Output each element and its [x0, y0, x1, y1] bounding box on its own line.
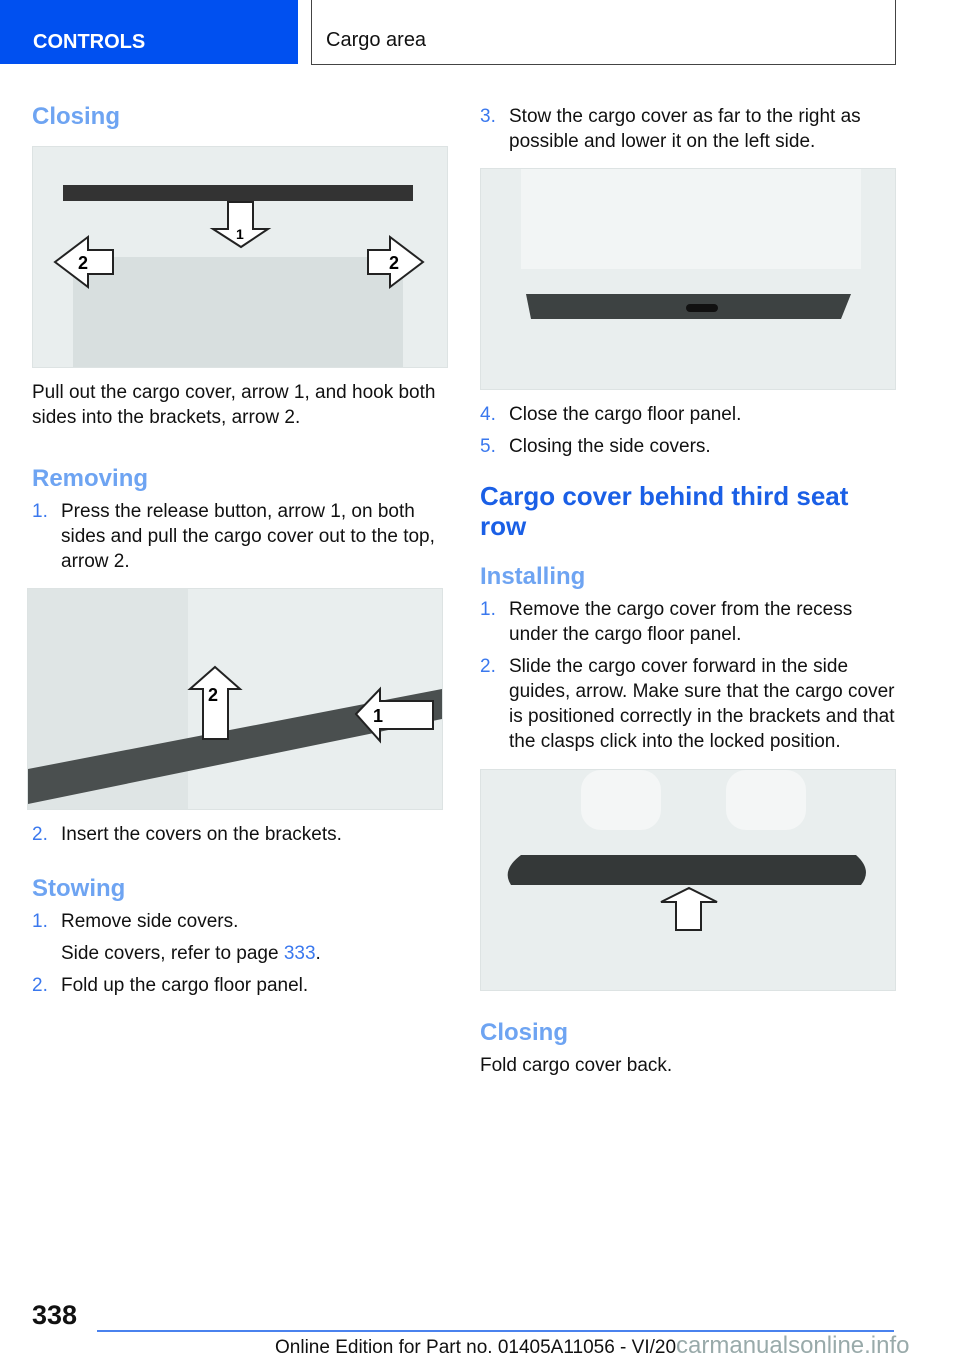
- step-text: Close the cargo floor panel.: [509, 404, 742, 425]
- arrow-label-2: 2: [78, 253, 88, 273]
- step-text: Closing the side covers.: [509, 436, 711, 457]
- step-number: 5.: [480, 436, 496, 457]
- step-number: 1.: [480, 599, 496, 620]
- step-text: Remove the cargo cover from the recess u…: [509, 599, 853, 645]
- figure-slide-cover: [480, 769, 896, 991]
- arrow-label-2b: 2: [389, 253, 399, 273]
- edition-text: Online Edition for Part no. 01405A11056 …: [275, 1337, 677, 1358]
- list-item: 1. Remove the cargo cover from the recess…: [480, 597, 898, 647]
- list-item: 2. Insert the covers on the brackets.: [32, 822, 450, 847]
- heading-removing: Removing: [32, 465, 149, 492]
- heading-closing-2: Closing: [480, 1019, 568, 1046]
- closing-text-2: Fold cargo cover back.: [480, 1055, 673, 1076]
- step-text: Slide the cargo cover forward in the sid…: [509, 656, 895, 752]
- step-number: 2.: [32, 824, 48, 845]
- footer-edition: Online Edition for Part no. 01405A11056 …: [275, 1332, 910, 1360]
- step-text: Stow the cargo cover as far to the right…: [509, 106, 861, 152]
- section-tab[interactable]: CONTROLS: [0, 0, 298, 64]
- step-text: Insert the covers on the brackets.: [61, 824, 342, 845]
- chapter-header: Cargo area: [311, 0, 896, 65]
- step-text: Press the release button, arrow 1, on bo…: [61, 501, 435, 572]
- list-item: 2. Slide the cargo cover forward in the s…: [480, 654, 898, 754]
- right-column: 3. Stow the cargo cover as far to the rig…: [480, 104, 898, 1078]
- left-column: Closing 2 2 1 Pull out the cargo cover, …: [27, 100, 450, 998]
- section-label: CONTROLS: [33, 31, 146, 53]
- heading-installing: Installing: [480, 563, 586, 590]
- step-number: 1.: [32, 501, 48, 522]
- page-number: 338: [32, 1300, 78, 1330]
- list-item: 3. Stow the cargo cover as far to the rig…: [480, 104, 898, 154]
- figure-cargo-cover-closing: 2 2 1: [32, 146, 448, 368]
- list-item: 4. Close the cargo floor panel.: [480, 402, 898, 427]
- step-text: Remove side covers.: [61, 911, 239, 932]
- step-number: 2.: [480, 656, 496, 677]
- step-number: 4.: [480, 404, 496, 425]
- arrow-label-2: 2: [208, 685, 218, 705]
- cross-reference: Side covers, refer to page 333.: [32, 941, 450, 966]
- arrow-label-1: 1: [236, 226, 244, 242]
- heading-stowing: Stowing: [32, 875, 126, 902]
- figure-release-button: 2 1: [27, 588, 443, 810]
- note-text: Side covers, refer to page: [61, 943, 284, 964]
- chapter-title: Cargo area: [326, 29, 427, 51]
- note-suffix: .: [315, 943, 321, 964]
- step-number: 2.: [32, 975, 48, 996]
- heading-closing: Closing: [32, 103, 120, 130]
- footer-divider: [97, 1330, 894, 1332]
- step-number: 3.: [480, 106, 496, 127]
- figure-stow-cover: [480, 168, 896, 390]
- watermark: carmanualsonline.info: [676, 1332, 910, 1359]
- section-heading: Cargo cover behind third seat row: [480, 481, 849, 541]
- page-link[interactable]: 333: [283, 943, 316, 964]
- list-item: 5. Closing the side covers.: [480, 434, 898, 459]
- step-number: 1.: [32, 911, 48, 932]
- step-text: Fold up the cargo floor panel.: [61, 975, 309, 996]
- closing-text: Pull out the cargo cover, arrow 1, and h…: [32, 382, 436, 428]
- list-item: 1. Remove side covers.: [32, 909, 450, 934]
- list-item: 1. Press the release button, arrow 1, on …: [32, 499, 450, 574]
- arrow-label-1: 1: [373, 706, 383, 726]
- list-item: 2. Fold up the cargo floor panel.: [32, 973, 450, 998]
